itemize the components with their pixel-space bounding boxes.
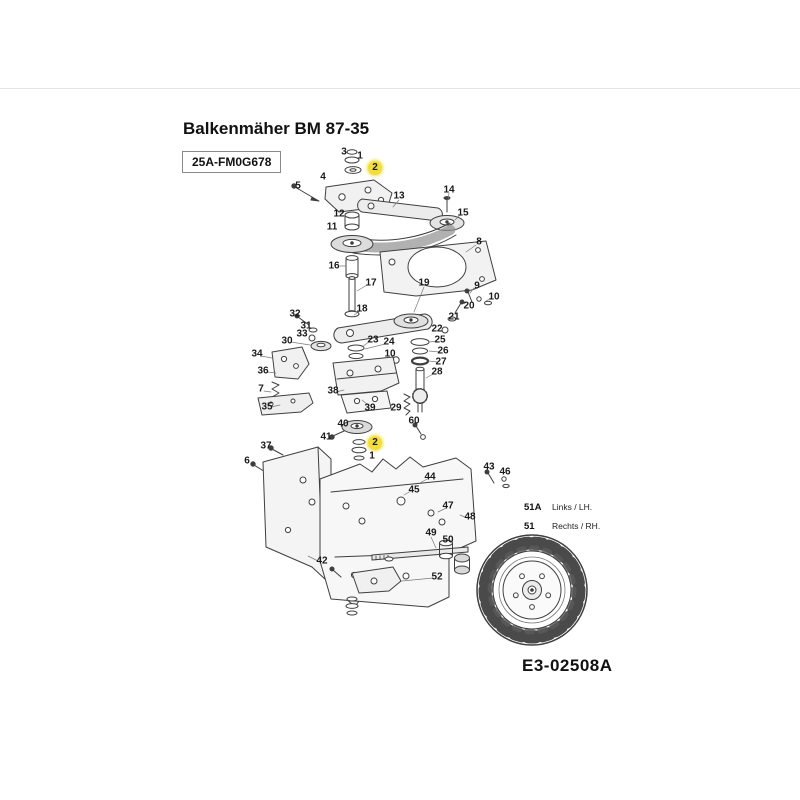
legend-row-right: 51 Rechts / RH.	[524, 521, 600, 532]
top-divider	[0, 88, 800, 89]
part-callout-28: 28	[431, 366, 443, 378]
part-callout-2: 2	[368, 436, 382, 450]
part-callout-26: 26	[437, 345, 449, 357]
model-code-box: 25A-FM0G678	[182, 151, 282, 173]
part-callout-52: 52	[431, 571, 443, 583]
lower-pulley-arm-assembly	[333, 299, 465, 360]
part-callout-5: 5	[295, 180, 301, 192]
part-callout-16: 16	[328, 260, 340, 272]
wheel-side-legend: 51A Links / LH. 51 Rechts / RH.	[524, 502, 600, 540]
part-callout-6: 6	[244, 455, 250, 467]
part-callout-27: 27	[435, 356, 447, 368]
legend-code: 51A	[524, 502, 542, 513]
part-callout-29: 29	[390, 402, 402, 414]
spacer-oring-gear-shaft	[410, 338, 430, 413]
bottom-bracket	[329, 566, 402, 616]
part-callout-12: 12	[333, 208, 345, 220]
leader-lines	[260, 192, 492, 582]
part-callout-15: 15	[457, 207, 469, 219]
legend-label: Rechts / RH.	[552, 521, 601, 531]
part-callout-43: 43	[483, 461, 495, 473]
part-callout-47: 47	[442, 500, 454, 512]
part-callout-40: 40	[337, 418, 349, 430]
part-callout-3: 3	[341, 146, 347, 158]
part-callout-11: 11	[326, 221, 338, 233]
upper-pulley-assembly	[330, 196, 465, 279]
center-bracket	[332, 356, 400, 414]
part-callout-31: 31	[300, 320, 312, 332]
legend-row-left: 51A Links / LH.	[524, 502, 600, 513]
part-callout-50: 50	[442, 534, 454, 546]
part-callout-32: 32	[289, 308, 301, 320]
part-callout-8: 8	[476, 236, 482, 248]
part-callout-1: 1	[357, 150, 363, 162]
part-callout-42: 42	[316, 555, 328, 567]
part-callout-37: 37	[260, 440, 272, 452]
page-title: Balkenmäher BM 87-35	[183, 119, 370, 138]
part-callout-9: 9	[474, 280, 480, 292]
part-callout-22: 22	[431, 323, 443, 335]
right-fasteners	[484, 469, 510, 489]
part-callout-34: 34	[251, 348, 263, 360]
diagram-code-label: E3-02508A	[522, 656, 613, 675]
part-callout-10: 10	[488, 291, 500, 303]
legend-label: Links / LH.	[552, 502, 593, 512]
part-callout-18: 18	[356, 303, 368, 315]
part-callout-17: 17	[365, 277, 377, 289]
part-callout-38: 38	[327, 385, 339, 397]
part-callout-30: 30	[281, 335, 293, 347]
part-callout-36: 36	[257, 365, 269, 377]
part-callout-13: 13	[393, 190, 405, 202]
part-callout-45: 45	[408, 484, 420, 496]
idler-pulley-assembly	[329, 420, 373, 461]
part-callout-44: 44	[424, 471, 436, 483]
part-callout-2: 2	[368, 161, 382, 175]
part-callout-10: 10	[384, 348, 396, 360]
part-callout-46: 46	[499, 466, 511, 478]
axle-assembly	[371, 539, 470, 575]
mounting-plate	[379, 240, 497, 306]
part-callout-39: 39	[364, 402, 376, 414]
wheel-illustration	[476, 534, 588, 646]
spring-and-bolt	[403, 393, 426, 440]
part-callout-49: 49	[425, 527, 437, 539]
part-callout-48: 48	[464, 511, 476, 523]
part-callout-4: 4	[320, 171, 326, 183]
part-callout-24: 24	[383, 336, 395, 348]
part-callout-41: 41	[320, 431, 332, 443]
part-callout-1: 1	[369, 450, 375, 462]
main-frame	[319, 456, 477, 608]
legend-code: 51	[524, 521, 535, 532]
part-callout-7: 7	[258, 383, 264, 395]
part-callout-14: 14	[443, 184, 455, 196]
part-callout-35: 35	[261, 401, 273, 413]
part-callout-21: 21	[448, 311, 460, 323]
part-callout-23: 23	[367, 334, 379, 346]
top-fastener-stack	[291, 149, 362, 202]
part-callout-25: 25	[434, 334, 446, 346]
left-bracket-cluster	[257, 313, 332, 416]
part-callout-20: 20	[463, 300, 475, 312]
part-callout-60: 60	[408, 415, 420, 427]
part-callout-19: 19	[418, 277, 430, 289]
part-callout-33: 33	[296, 328, 308, 340]
